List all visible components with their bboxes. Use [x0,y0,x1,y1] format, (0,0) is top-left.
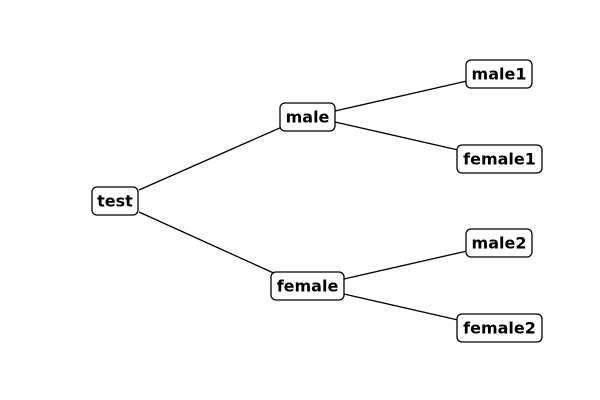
node-male2: male2 [465,228,533,258]
node-female1: female1 [456,144,543,174]
node-label-female2: female2 [463,319,536,338]
edge-test-female [138,211,279,276]
edge-male-male1 [334,80,468,112]
node-female: female [270,271,345,301]
node-male1: male1 [465,59,533,89]
node-label-male2: male2 [472,234,527,253]
node-male: male [279,102,336,132]
node-label-female1: female1 [463,150,536,169]
node-label-male: male [286,108,330,127]
node-label-test: test [97,192,133,211]
edge-female-male2 [343,250,468,280]
node-test: test [91,186,139,216]
edge-male-female1 [334,121,459,151]
node-female2: female2 [456,313,543,343]
edge-test-male [138,126,283,191]
node-label-female: female [277,277,339,296]
edge-female-female2 [343,293,459,321]
node-label-male1: male1 [472,65,527,84]
